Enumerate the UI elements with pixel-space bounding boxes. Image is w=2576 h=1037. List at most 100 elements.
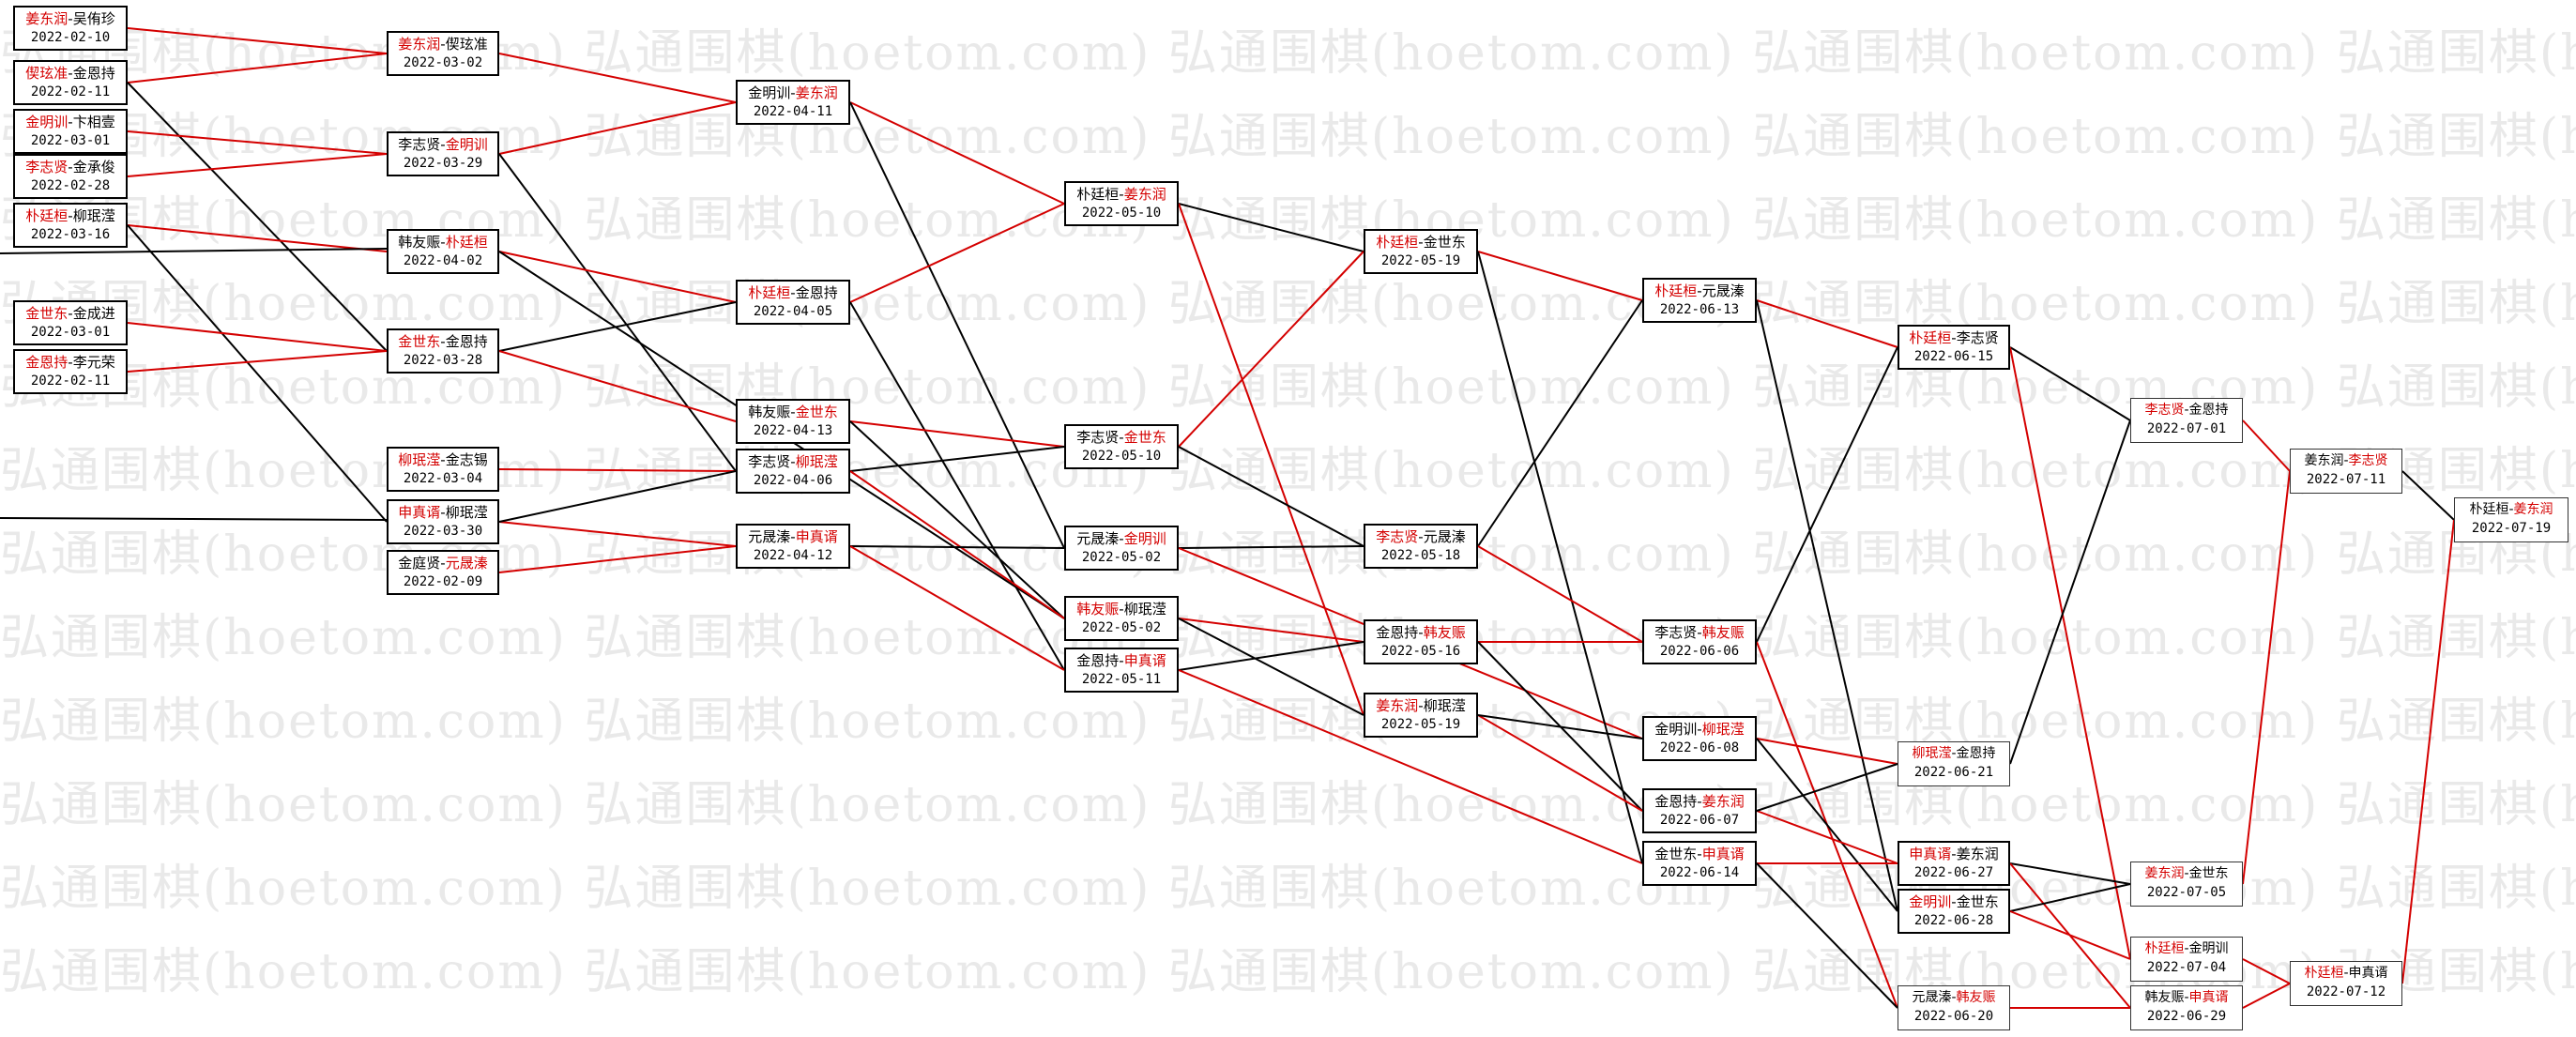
- match-date: 2022-06-08: [1659, 740, 1740, 755]
- match-players: 金庭贤-元晟溱: [389, 554, 497, 572]
- match-date: 2022-02-11: [30, 84, 111, 99]
- connector-line: [2009, 862, 2131, 885]
- connector-line: [498, 153, 737, 472]
- player-separator: -: [440, 555, 446, 572]
- connector-line: [2009, 346, 2131, 421]
- player-separator: -: [1697, 282, 1702, 299]
- connector-line: [1756, 810, 1898, 864]
- player-separator: -: [790, 84, 796, 101]
- player-separator: -: [2184, 403, 2189, 418]
- match-date: 2022-05-19: [1380, 253, 1461, 268]
- player-separator: -: [1418, 624, 1424, 641]
- match-date: 2022-04-11: [753, 104, 833, 119]
- player-2-name: 姜东润: [2513, 502, 2553, 517]
- connector-line: [1477, 714, 1643, 812]
- match-date: 2022-03-01: [30, 133, 111, 148]
- match-date: 2022-03-29: [403, 156, 483, 171]
- match-node[interactable]: 金庭贤-元晟溱 2022-02-09: [387, 550, 499, 595]
- player-2-name: 金明训: [1123, 530, 1166, 547]
- connector-line: [2242, 419, 2291, 472]
- match-date: 2022-04-13: [753, 423, 833, 438]
- player-2-name: 金承俊: [72, 159, 115, 175]
- player-2-name: 申真谞: [795, 528, 838, 545]
- connector-line: [0, 248, 388, 254]
- player-1-name: 韩友赈: [1076, 601, 1120, 618]
- player-1-name: 申真谞: [1909, 846, 1952, 862]
- match-date: 2022-02-28: [30, 178, 111, 193]
- match-date: 2022-02-09: [403, 574, 483, 589]
- connector-line: [127, 82, 388, 352]
- match-date: 2022-03-01: [30, 325, 111, 340]
- connector-line: [849, 420, 1065, 619]
- connector-line: [127, 53, 388, 84]
- match-players: 朴廷桓-申真谞: [2291, 964, 2401, 983]
- connector-line: [1178, 203, 1364, 252]
- player-1-name: 姜东润: [2304, 453, 2344, 468]
- match-players: 金明训-柳珉滢: [1644, 720, 1755, 739]
- player-separator: -: [1951, 846, 1957, 862]
- player-separator: -: [68, 65, 73, 82]
- player-separator: -: [790, 528, 796, 545]
- match-players: 元晟溱-韩友赈: [1898, 988, 2009, 1007]
- match-date: 2022-06-07: [1659, 813, 1740, 828]
- player-separator: -: [1697, 624, 1702, 641]
- connector-line: [1756, 346, 1898, 643]
- player-2-name: 申真谞: [1123, 652, 1166, 669]
- player-2-name: 柳珉滢: [1423, 697, 1466, 714]
- player-2-name: 金恩持: [795, 284, 838, 301]
- match-date: 2022-02-11: [30, 374, 111, 389]
- player-2-name: 姜东润: [1956, 846, 1999, 862]
- match-date: 2022-07-19: [2471, 521, 2552, 536]
- player-2-name: 柳珉滢: [795, 453, 838, 470]
- player-separator: -: [790, 284, 796, 301]
- match-players: 朴廷桓-元晟溱: [1644, 282, 1755, 300]
- player-1-name: 金庭贤: [398, 555, 441, 572]
- connector-line: [498, 468, 737, 472]
